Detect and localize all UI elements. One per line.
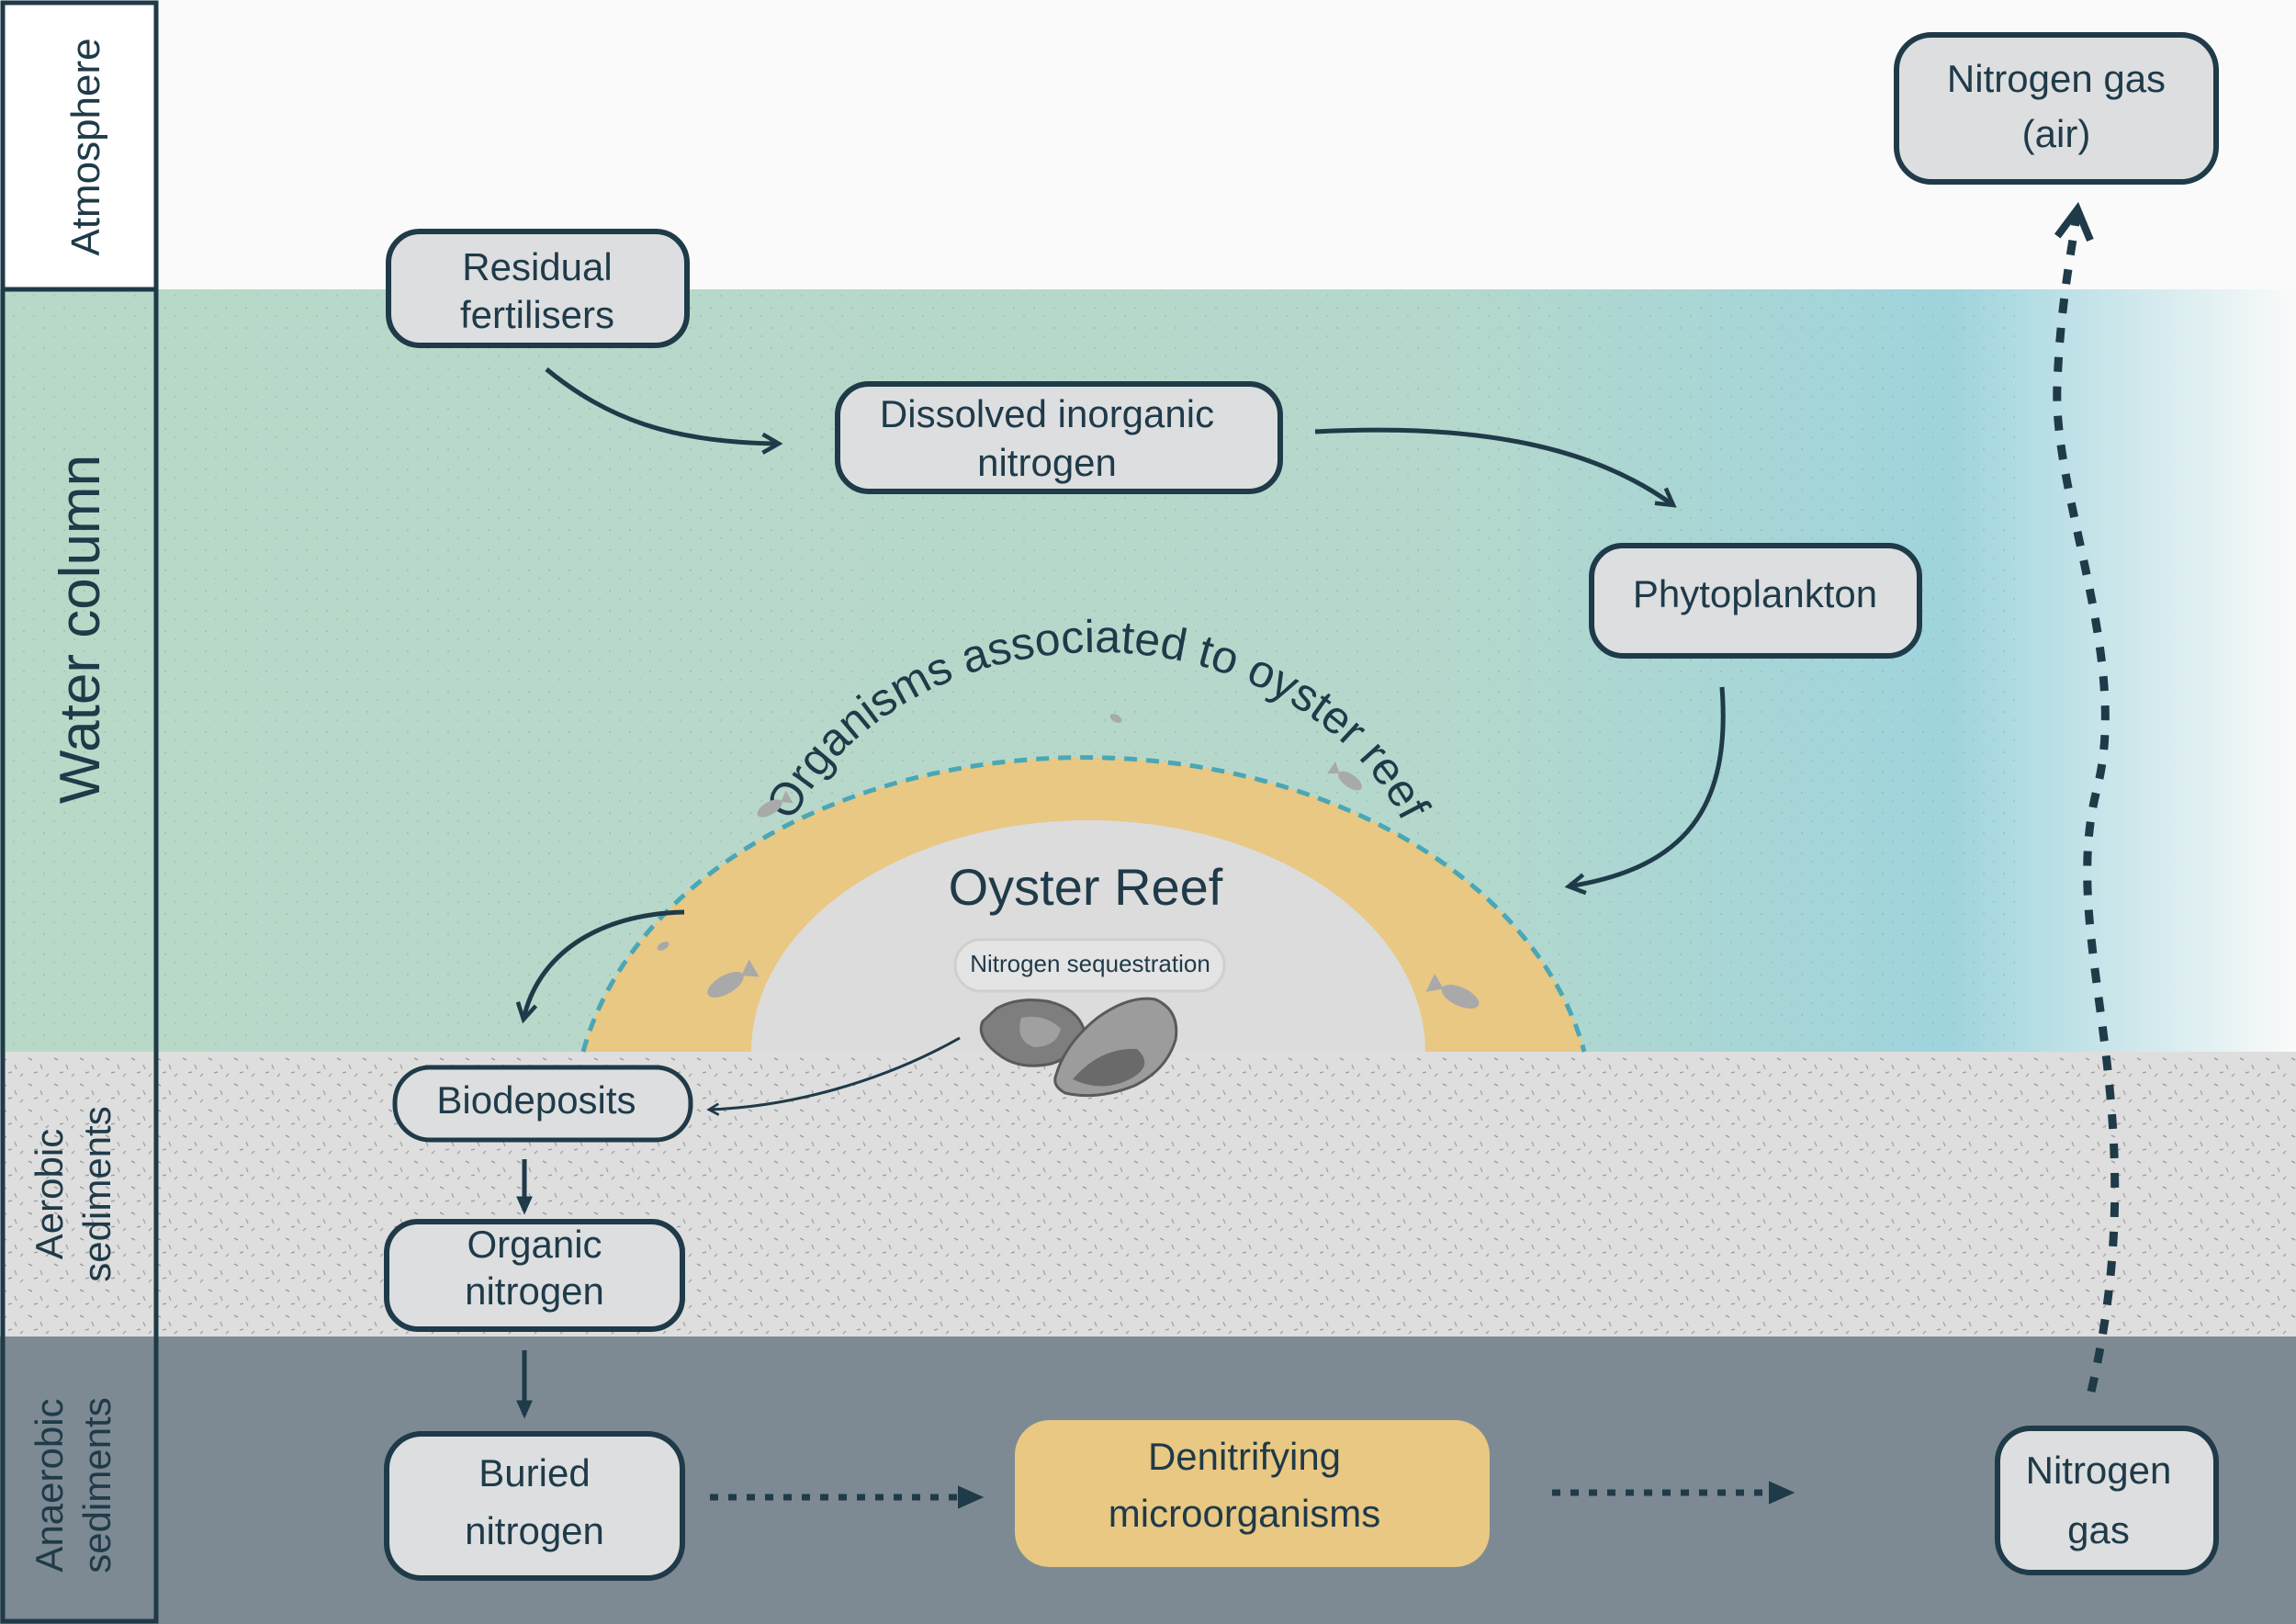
node-buried-nitrogen: Buried nitrogen (384, 1431, 685, 1581)
phytoplankton-label: Phytoplankton (1633, 572, 1877, 615)
aerobic-label-line1: Aerobic (28, 1129, 71, 1259)
water-column-label: Water column (49, 455, 112, 804)
aerobic-label-line2: sediments (75, 1106, 118, 1281)
nitrogen-gas-line1: Nitrogen (2026, 1449, 2172, 1492)
node-nitrogen-gas-air: Nitrogen gas (air) (1894, 32, 2219, 185)
arrow-oyster-to-biodeposits (706, 1036, 961, 1116)
anaerobic-label-line1: Anaerobic (28, 1398, 71, 1572)
arrow-phytoplankton-to-reef (1564, 686, 1726, 896)
node-phytoplankton: Phytoplankton (1589, 543, 1922, 659)
arrow-nitrogen-gas-to-air (2053, 201, 2120, 1393)
biodeposits-label: Biodeposits (436, 1078, 636, 1122)
nitrogen-gas-line2: gas (2067, 1508, 2130, 1551)
node-biodeposits: Biodeposits (392, 1065, 693, 1143)
nitrogen-sequestration-label: Nitrogen sequestration (970, 950, 1210, 977)
din-line1: Dissolved inorganic (880, 392, 1214, 435)
anaerobic-label-line2: sediments (75, 1397, 118, 1573)
node-denitrifying-microorganisms: Denitrifying microorganisms (1015, 1420, 1490, 1567)
denitrifying-line1: Denitrifying (1148, 1435, 1341, 1478)
reef-title: Oyster Reef (949, 858, 1223, 916)
aerobic-sediment-texture (0, 1052, 2296, 1336)
fish-icon (1326, 761, 1362, 791)
residual-fertilisers-line1: Residual (462, 245, 612, 288)
node-nitrogen-gas: Nitrogen gas (1995, 1426, 2219, 1575)
organic-nitrogen-line2: nitrogen (465, 1269, 604, 1313)
fish-icon (707, 959, 760, 998)
fish-icon (657, 942, 670, 951)
arrow-fertilisers-to-din (545, 367, 783, 455)
nitrogen-gas-air-line1: Nitrogen gas (1947, 57, 2166, 100)
node-organic-nitrogen: Organic nitrogen (384, 1219, 685, 1332)
nitrogen-sequestration-pill (953, 938, 1226, 993)
din-line2: nitrogen (977, 441, 1117, 484)
reef-dashed-outline (580, 755, 1587, 1053)
fish-icon (757, 790, 793, 818)
arrow-din-to-phytoplankton (1314, 427, 1677, 508)
node-dissolved-inorganic-nitrogen: Dissolved inorganic nitrogen (835, 381, 1283, 494)
denitrifying-line2: microorganisms (1109, 1492, 1380, 1535)
organic-nitrogen-line1: Organic (467, 1223, 602, 1266)
node-residual-fertilisers: Residual fertilisers (386, 229, 690, 348)
fish-icon (1109, 714, 1122, 723)
buried-nitrogen-line2: nitrogen (465, 1509, 604, 1552)
atmosphere-label: Atmosphere (63, 38, 108, 255)
reef-core (751, 820, 1425, 1052)
residual-fertilisers-line2: fertilisers (460, 293, 614, 336)
nitrogen-gas-air-line2: (air) (2022, 112, 2091, 155)
buried-nitrogen-line1: Buried (478, 1451, 590, 1494)
oyster-icon (979, 997, 1178, 1098)
arrow-reef-to-biodeposits (515, 909, 685, 1024)
fish-icon (1425, 973, 1480, 1009)
atmosphere-label-box (0, 0, 159, 292)
